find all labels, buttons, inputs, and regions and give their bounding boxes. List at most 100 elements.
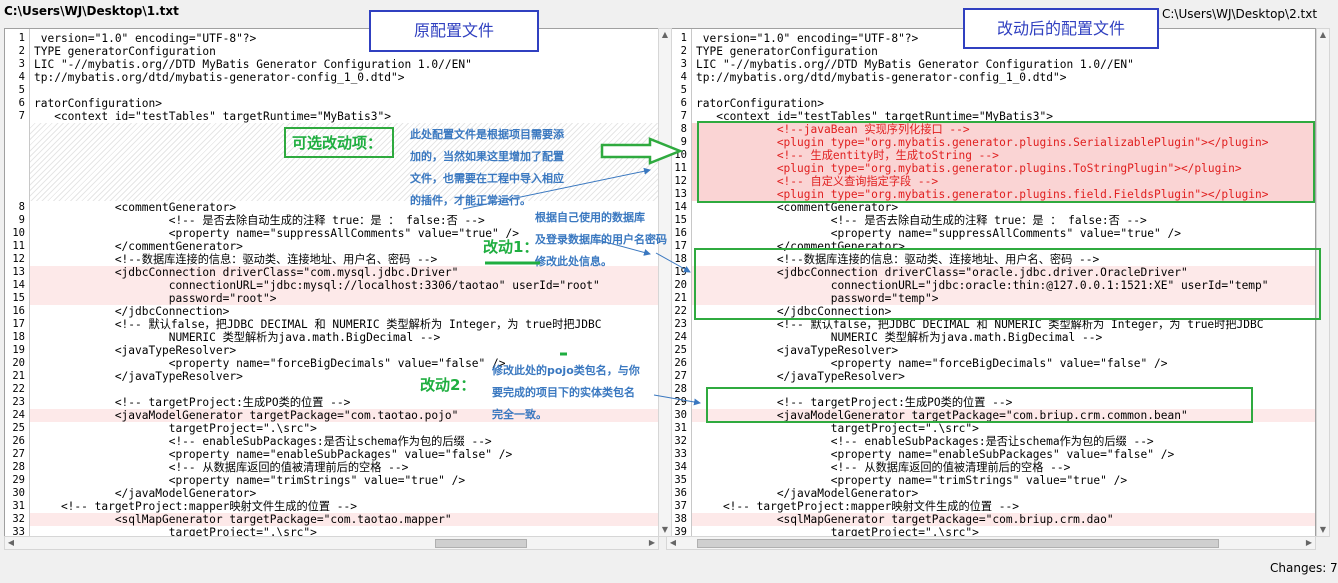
note-line: 修改此处信息。 (535, 255, 612, 268)
code-text: targetProject=".\src"> (696, 526, 979, 539)
code-line[interactable]: tp://mybatis.org/dtd/mybatis-generator-c… (692, 71, 1315, 84)
code-line[interactable]: <!-- targetProject:mapper映射文件生成的位置 --> (30, 500, 658, 513)
changed-code-line[interactable]: <jdbcConnection driverClass="oracle.jdbc… (692, 266, 1315, 279)
code-line[interactable]: </commentGenerator> (30, 240, 658, 253)
scroll-right-icon[interactable]: ▶ (648, 538, 656, 547)
code-line[interactable]: <!-- 是否去除自动生成的注释 true：是 ： false:否 --> (692, 214, 1315, 227)
changed-code-line[interactable]: connectionURL="jdbc:mysql://localhost:33… (30, 279, 658, 292)
code-line[interactable]: <!-- 是否去除自动生成的注释 true：是 ： false:否 --> (30, 214, 658, 227)
added-code-line[interactable]: <plugin type="org.mybatis.generator.plug… (692, 136, 1315, 149)
added-code-line[interactable]: <plugin type="org.mybatis.generator.plug… (692, 188, 1315, 201)
scroll-right-icon[interactable]: ▶ (1305, 538, 1313, 547)
added-code-line[interactable]: <plugin type="org.mybatis.generator.plug… (692, 162, 1315, 175)
code-line[interactable]: </javaTypeResolver> (692, 370, 1315, 383)
code-line[interactable]: NUMERIC 类型解析为java.math.BigDecimal --> (692, 331, 1315, 344)
right-vertical-scrollbar[interactable]: ▲ ▼ (1316, 28, 1330, 537)
added-code-line[interactable]: <!-- 生成entity时，生成toString --> (692, 149, 1315, 162)
code-line[interactable]: </javaModelGenerator> (30, 487, 658, 500)
changed-code-line[interactable]: <sqlMapGenerator targetPackage="com.briu… (692, 513, 1315, 526)
changed-code-line[interactable]: <jdbcConnection driverClass="com.mysql.j… (30, 266, 658, 279)
code-line[interactable]: <!-- enableSubPackages:是否让schema作为包的后缀 -… (692, 435, 1315, 448)
changed-code-line[interactable]: <javaModelGenerator targetPackage="com.b… (692, 409, 1315, 422)
line-number: 27 (12, 448, 25, 460)
code-line[interactable]: <!-- targetProject:生成PO类的位置 --> (692, 396, 1315, 409)
code-line[interactable]: </javaModelGenerator> (692, 487, 1315, 500)
code-line[interactable]: ratorConfiguration> (692, 97, 1315, 110)
code-line[interactable]: targetProject=".\src"> (30, 422, 658, 435)
code-line[interactable]: <context id="testTables" targetRuntime="… (30, 110, 658, 123)
code-line[interactable] (692, 84, 1315, 97)
scroll-up-icon[interactable]: ▲ (661, 30, 669, 39)
code-line[interactable]: ratorConfiguration> (30, 97, 658, 110)
code-line[interactable]: <property name="enableSubPackages" value… (30, 448, 658, 461)
line-number: 16 (674, 227, 687, 239)
code-line[interactable]: NUMERIC 类型解析为java.math.BigDecimal --> (30, 331, 658, 344)
code-line[interactable]: <property name="enableSubPackages" value… (692, 448, 1315, 461)
code-line[interactable]: <javaTypeResolver> (692, 344, 1315, 357)
code-line[interactable]: version="1.0" encoding="UTF-8"?> (692, 32, 1315, 45)
code-line[interactable]: targetProject=".\src"> (692, 526, 1315, 539)
code-line[interactable]: <!-- 默认false，把JDBC DECIMAL 和 NUMERIC 类型解… (692, 318, 1315, 331)
code-line[interactable]: </jdbcConnection> (30, 305, 658, 318)
changed-code-line[interactable]: connectionURL="jdbc:oracle:thin:@127.0.0… (692, 279, 1315, 292)
right-horizontal-scrollbar[interactable]: ◀ ▶ (666, 536, 1316, 550)
code-line[interactable]: <property name="forceBigDecimals" value=… (692, 357, 1315, 370)
code-line[interactable]: <!-- enableSubPackages:是否让schema作为包的后缀 -… (30, 435, 658, 448)
code-line[interactable]: <!--数据库连接的信息：驱动类、连接地址、用户名、密码 --> (692, 253, 1315, 266)
note-line: 修改此处的pojo类包名，与你 (492, 364, 640, 377)
left-horizontal-scrollbar[interactable]: ◀ ▶ (4, 536, 659, 550)
code-line[interactable]: <context id="testTables" targetRuntime="… (692, 110, 1315, 123)
code-line[interactable]: </jdbcConnection> (692, 305, 1315, 318)
right-scroll-thumb[interactable] (697, 539, 1219, 548)
changed-code-line[interactable]: <javaModelGenerator targetPackage="com.t… (30, 409, 658, 422)
line-number: 21 (674, 292, 687, 304)
code-line[interactable]: tp://mybatis.org/dtd/mybatis-generator-c… (30, 71, 658, 84)
code-line[interactable]: targetProject=".\src"> (692, 422, 1315, 435)
code-line[interactable]: LIC "-//mybatis.org//DTD MyBatis Generat… (692, 58, 1315, 71)
code-line[interactable]: LIC "-//mybatis.org//DTD MyBatis Generat… (30, 58, 658, 71)
right-code-area[interactable]: version="1.0" encoding="UTF-8"?>TYPE gen… (692, 29, 1315, 539)
code-line[interactable]: version="1.0" encoding="UTF-8"?> (30, 32, 658, 45)
code-line[interactable]: TYPE generatorConfiguration (692, 45, 1315, 58)
scroll-left-icon[interactable]: ◀ (7, 538, 15, 547)
scroll-down-icon[interactable]: ▼ (1319, 525, 1327, 534)
code-text: targetProject=".\src"> (696, 422, 979, 435)
left-vertical-scrollbar[interactable]: ▲ ▼ (658, 28, 672, 537)
code-line[interactable]: <property name="forceBigDecimals" value=… (30, 357, 658, 370)
line-number: 24 (12, 409, 25, 421)
code-line[interactable]: <property name="suppressAllComments" val… (30, 227, 658, 240)
code-line[interactable]: <!-- 从数据库返回的值被清理前后的空格 --> (692, 461, 1315, 474)
added-code-line[interactable]: <!-- 自定义查询指定字段 --> (692, 175, 1315, 188)
left-code-area[interactable]: version="1.0" encoding="UTF-8"?>TYPE gen… (30, 29, 658, 539)
code-line[interactable]: </javaTypeResolver> (30, 370, 658, 383)
code-text: <javaModelGenerator targetPackage="com.b… (696, 409, 1188, 422)
code-line[interactable] (30, 84, 658, 97)
changed-code-line[interactable]: password="temp"> (692, 292, 1315, 305)
left-scroll-thumb[interactable] (435, 539, 527, 548)
code-line[interactable]: <!-- targetProject:生成PO类的位置 --> (30, 396, 658, 409)
code-line[interactable]: <property name="trimStrings" value="true… (692, 474, 1315, 487)
code-line[interactable]: <property name="trimStrings" value="true… (30, 474, 658, 487)
code-line[interactable]: targetProject=".\src"> (30, 526, 658, 539)
code-text: <context id="testTables" targetRuntime="… (696, 110, 1053, 123)
code-line[interactable]: <!-- 从数据库返回的值被清理前后的空格 --> (30, 461, 658, 474)
changed-code-line[interactable]: <sqlMapGenerator targetPackage="com.taot… (30, 513, 658, 526)
code-line[interactable]: <commentGenerator> (692, 201, 1315, 214)
changed-code-line[interactable]: password="root"> (30, 292, 658, 305)
line-number: 7 (18, 110, 25, 122)
code-line[interactable]: <!-- 默认false，把JDBC DECIMAL 和 NUMERIC 类型解… (30, 318, 658, 331)
code-line[interactable]: TYPE generatorConfiguration (30, 45, 658, 58)
code-line[interactable]: <property name="suppressAllComments" val… (692, 227, 1315, 240)
scroll-down-icon[interactable]: ▼ (661, 525, 669, 534)
code-line[interactable]: <javaTypeResolver> (30, 344, 658, 357)
code-line[interactable]: <commentGenerator> (30, 201, 658, 214)
added-code-line[interactable]: <!--javaBean 实现序列化接口 --> (692, 123, 1315, 136)
scroll-up-icon[interactable]: ▲ (1319, 30, 1327, 39)
changes-status: Changes: 7 (1270, 561, 1338, 575)
code-line[interactable]: <!-- targetProject:mapper映射文件生成的位置 --> (692, 500, 1315, 513)
code-line[interactable]: <!--数据库连接的信息：驱动类、连接地址、用户名、密码 --> (30, 253, 658, 266)
scroll-left-icon[interactable]: ◀ (669, 538, 677, 547)
line-number: 21 (12, 370, 25, 382)
